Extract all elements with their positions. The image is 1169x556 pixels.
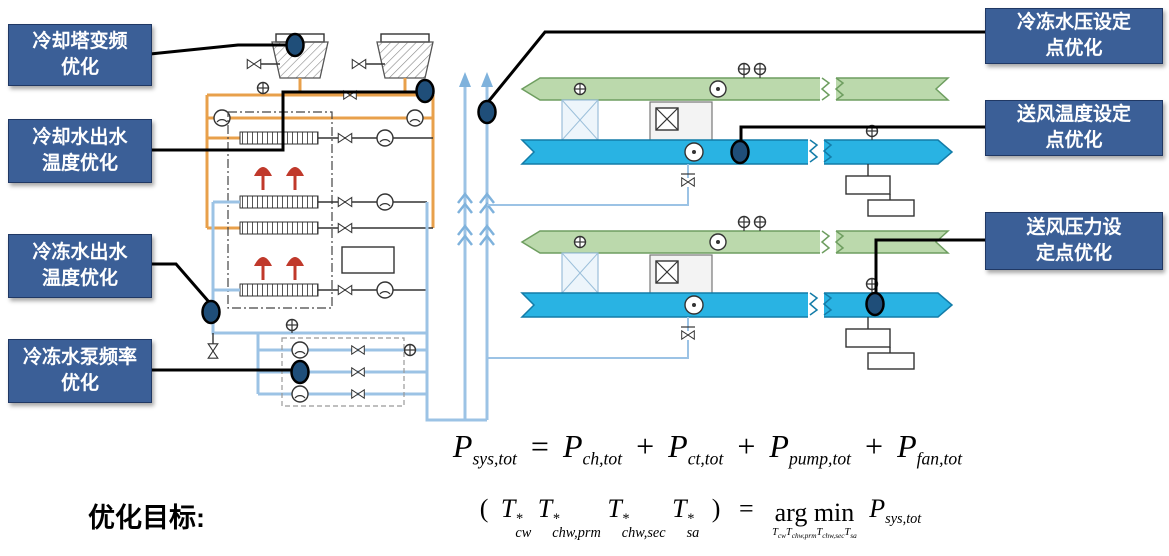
eq-operator: + [636, 428, 655, 464]
eq-term: Psys,tot [452, 428, 517, 469]
eq-term: Pch,tot [562, 428, 623, 469]
callout-label-line: 冷冻水压设定 [1016, 12, 1131, 34]
eq-operator: = [738, 493, 754, 523]
callout-supply-air-temp-setpoint: 送风温度设定 点优化 [985, 100, 1163, 156]
sensor-icon [285, 318, 299, 332]
eq-term: Ppump,tot [769, 428, 852, 469]
equation-argmin: ( T*cw T*chw,prm T*chw,sec T*sa ) = arg … [400, 490, 995, 541]
callout-label-line: 温度优化 [41, 268, 118, 289]
eq-operator: = [530, 428, 549, 464]
eq-term: Pfan,tot [897, 428, 963, 469]
callout-label-line: 冷却水出水 [32, 127, 128, 149]
callout-marker [865, 291, 885, 317]
argmin-subscript: TcwTchw,prmTchw,secTsa [772, 527, 857, 541]
eq-term: Pct,tot [668, 428, 724, 469]
callout-markers [201, 32, 885, 385]
pump-icon [291, 341, 309, 359]
eq-paren: ( [479, 493, 489, 523]
callout-label-line: 送风温度设定 [1016, 104, 1131, 126]
pump-icon [406, 109, 424, 127]
callout-label-line: 冷却塔变频 [32, 31, 128, 53]
callout-label-line: 优化 [60, 57, 99, 78]
chilled-water-risers [456, 72, 689, 420]
callout-label-line: 温度优化 [41, 153, 118, 174]
eq-paren: ) [711, 493, 721, 523]
eq-term: T*chw,prm [537, 493, 601, 542]
callout-chw-pressure-setpoint: 冷冻水压设定 点优化 [985, 8, 1163, 64]
eq-term: T*chw,sec [607, 493, 666, 542]
callout-marker [290, 359, 310, 385]
up-arrow-icon [481, 72, 493, 87]
callout-pump-frequency: 冷冻水泵频率 优化 [8, 339, 152, 403]
argmin-operator: arg min TcwTchw,prmTchw,secTsa [772, 498, 857, 541]
callout-marker [730, 139, 750, 165]
callout-lines [149, 30, 985, 372]
callout-marker [415, 78, 435, 104]
eq-term: T*sa [672, 493, 700, 542]
chiller-branch-piping [318, 129, 433, 299]
callout-cooling-tower-vfd: 冷却塔变频 优化 [8, 24, 152, 86]
eq-operator: + [737, 428, 756, 464]
callout-label-line: 冷冻水出水 [32, 242, 128, 264]
pump-icon [291, 385, 309, 403]
valve-icon [207, 343, 219, 359]
callout-condenser-water-temp: 冷却水出水 温度优化 [8, 119, 152, 183]
sensor-icon [403, 343, 417, 357]
callout-marker [285, 32, 305, 58]
chiller-group [227, 111, 395, 309]
callout-label-line: 冷冻水泵频率 [22, 347, 137, 369]
callout-chilled-water-temp: 冷冻水出水 温度优化 [8, 234, 152, 298]
eq-term: Psys,tot [869, 493, 922, 527]
eq-term: T*cw [500, 493, 532, 542]
objective-label: 优化目标: [88, 503, 205, 533]
valve-icon [351, 58, 367, 70]
equation-power-sum: Psys,tot = Pch,tot + Pct,tot + Ppump,tot… [420, 428, 995, 469]
sensor-icon [256, 81, 270, 95]
cooling-towers [246, 33, 434, 95]
callout-label-line: 优化 [60, 373, 99, 394]
callout-label-line: 定点优化 [1035, 243, 1112, 264]
valve-icon [246, 58, 262, 70]
callout-marker [477, 99, 497, 125]
ahu-section-top [522, 64, 952, 217]
chilled-water-loop [207, 200, 487, 422]
callout-supply-air-pressure-setpoint: 送风压力设 定点优化 [985, 212, 1163, 270]
callout-label-line: 送风压力设 [1026, 217, 1122, 239]
callout-label-line: 点优化 [1045, 38, 1103, 59]
eq-operator: + [865, 428, 884, 464]
up-arrow-icon [459, 72, 471, 87]
callout-marker [201, 299, 221, 325]
callout-label-line: 点优化 [1045, 130, 1103, 151]
